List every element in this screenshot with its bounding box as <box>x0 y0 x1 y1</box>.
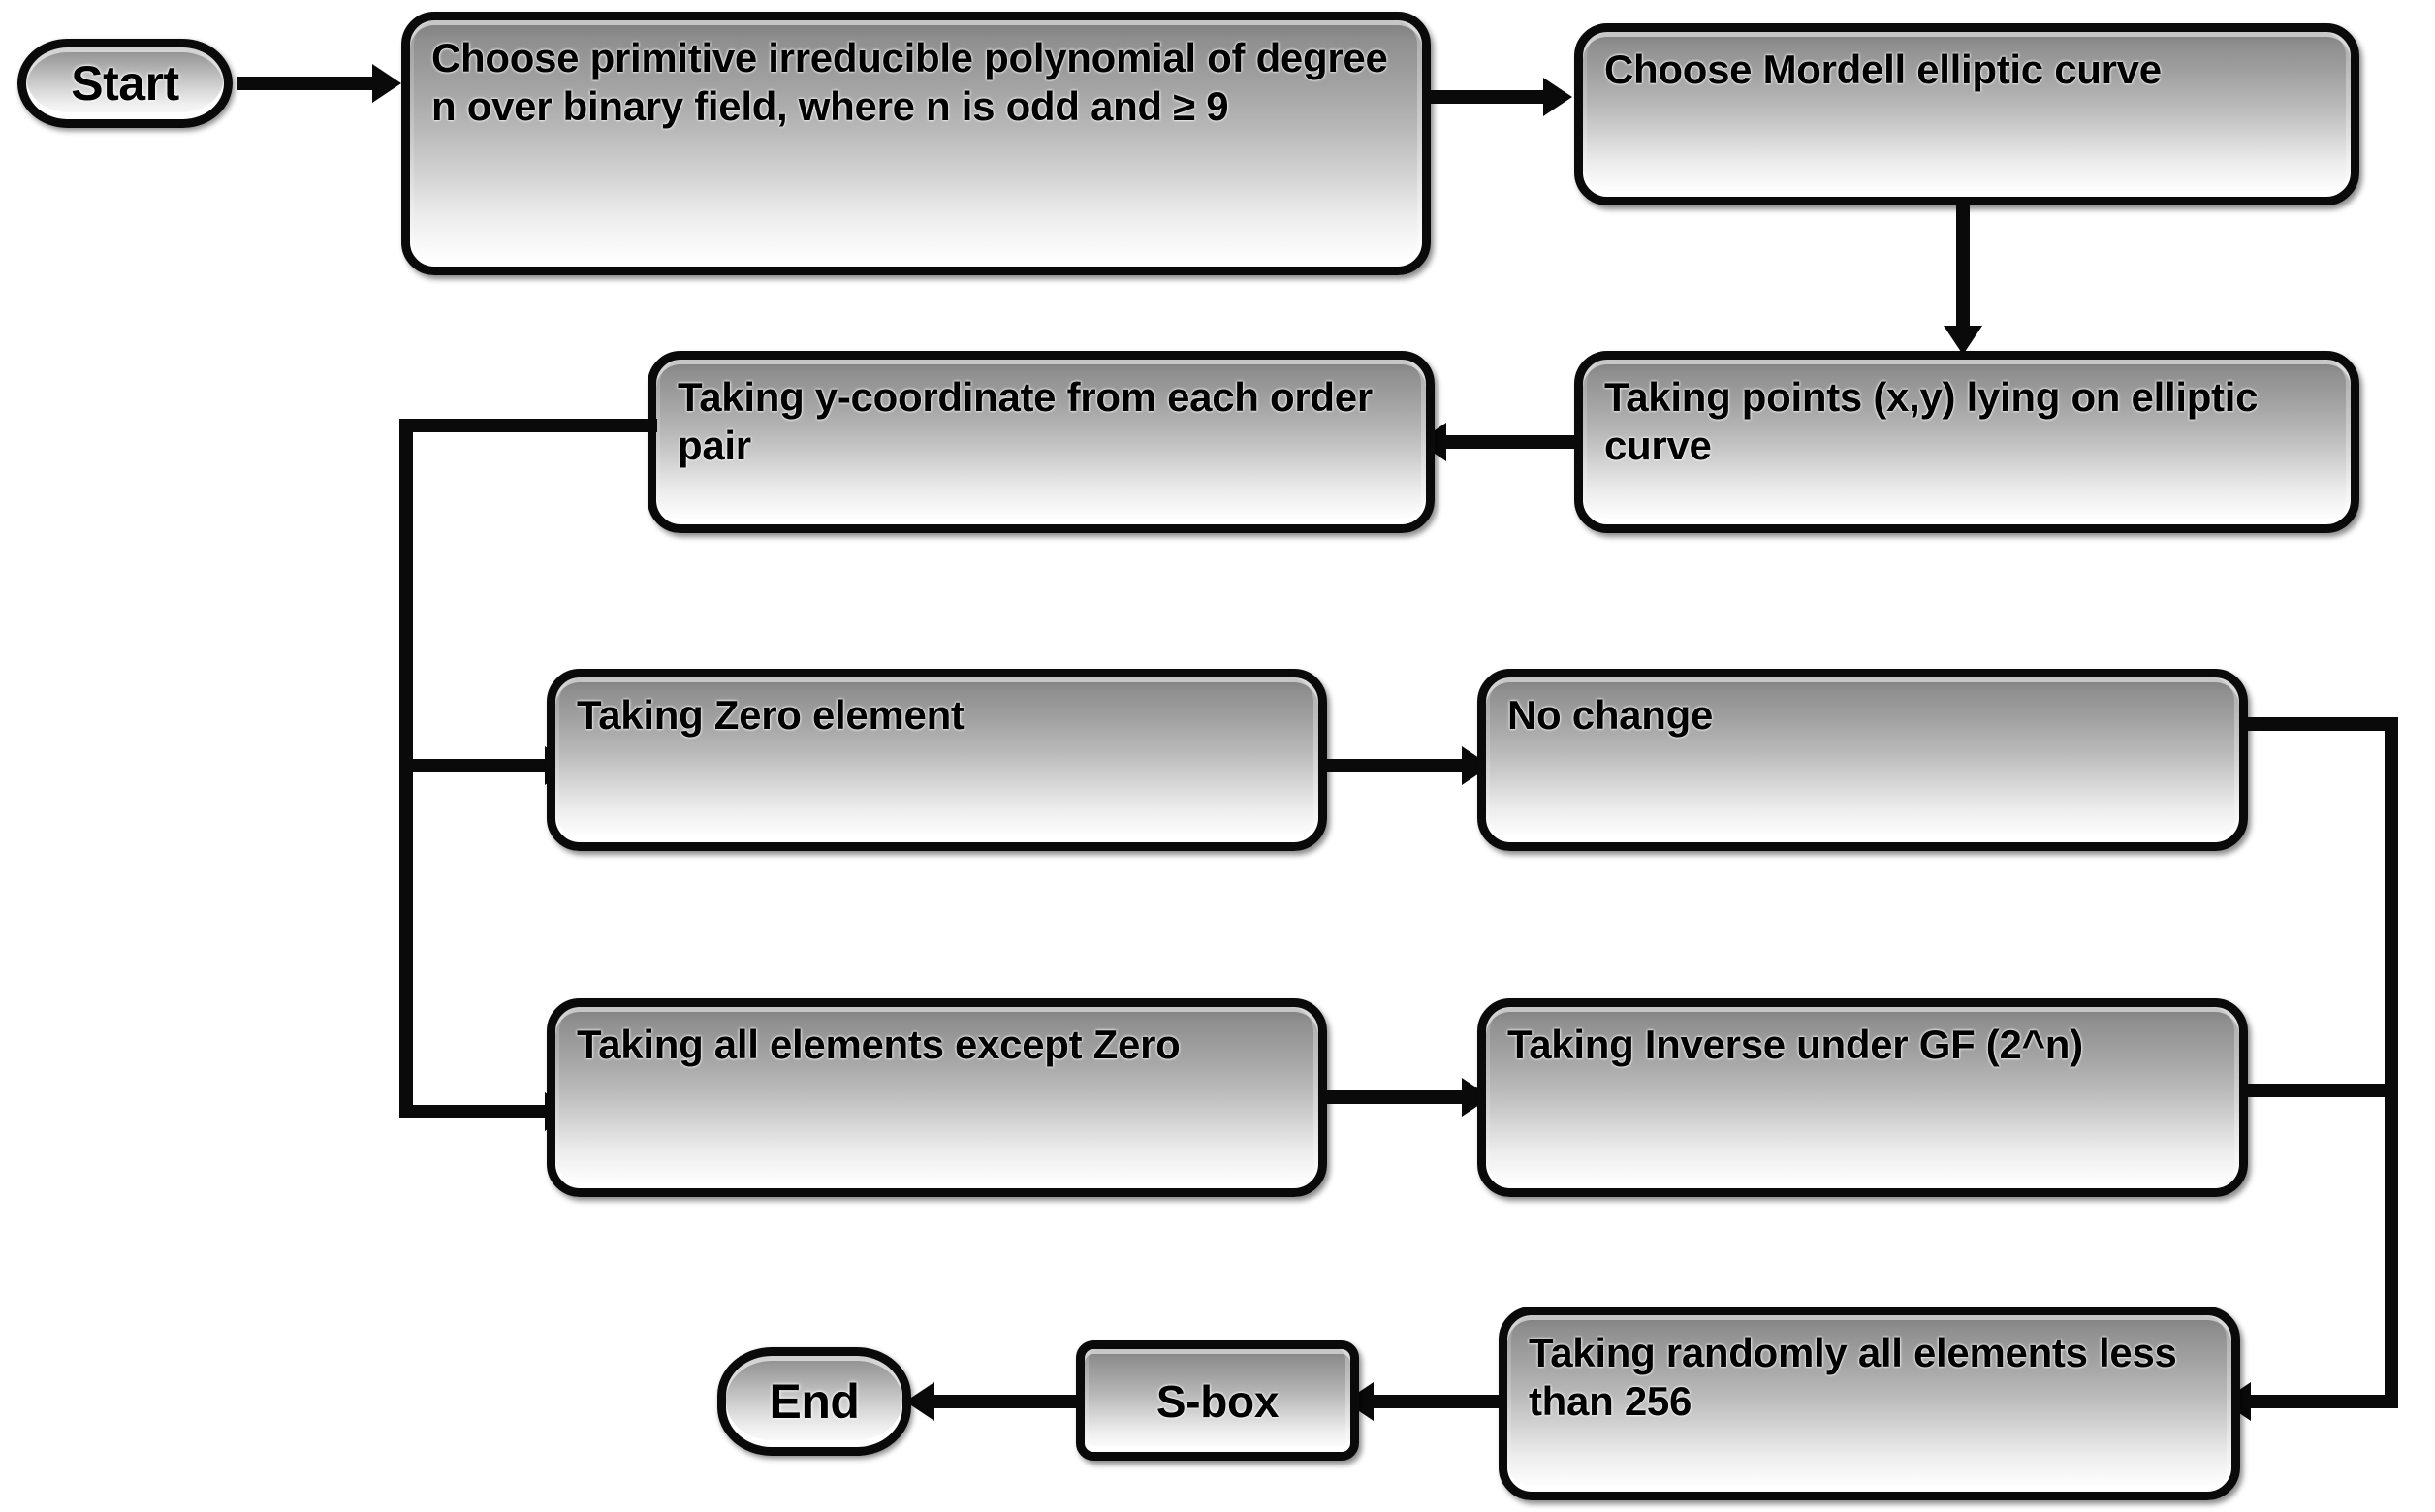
node-sbox[interactable]: S-box <box>1076 1340 1359 1461</box>
edge-start-to-polynomial-line <box>237 77 382 90</box>
edge-polynomial-to-curve-arrow <box>1543 78 1572 116</box>
edge-curve-to-points-arrow <box>1944 326 1982 355</box>
edge-points-to-y-line <box>1444 435 1580 449</box>
node-sbox-label: S-box <box>1155 1375 1280 1427</box>
node-taking-inverse-label: Taking Inverse under GF (2^n) <box>1507 1022 2083 1067</box>
node-taking-all-except-zero-label: Taking all elements except Zero <box>577 1022 1181 1067</box>
edge-allexceptzero-to-inverse-line <box>1327 1090 1472 1104</box>
node-start[interactable]: Start <box>17 39 233 128</box>
edge-bus-to-zero-line <box>399 759 554 772</box>
node-taking-random-label: Taking randomly all elements less than 2… <box>1529 1330 2177 1424</box>
edge-sbox-to-end-line <box>933 1395 1078 1408</box>
edge-bus-to-all-except-zero-line <box>399 1105 554 1118</box>
node-taking-points[interactable]: Taking points (x,y) lying on elliptic cu… <box>1574 351 2359 533</box>
node-choose-polynomial-label: Choose primitive irreducible polynomial … <box>431 35 1388 129</box>
node-taking-y-coordinate-label: Taking y-coordinate from each order pair <box>678 374 1373 468</box>
edge-polynomial-to-curve-line <box>1431 90 1552 104</box>
node-no-change-label: No change <box>1507 692 1713 738</box>
edge-right-bus-vertical <box>2385 717 2398 1408</box>
edge-zero-to-nochange-line <box>1327 759 1472 772</box>
node-taking-points-label: Taking points (x,y) lying on elliptic cu… <box>1604 374 2259 468</box>
node-taking-y-coordinate[interactable]: Taking y-coordinate from each order pair <box>648 351 1435 533</box>
node-taking-zero-element[interactable]: Taking Zero element <box>547 669 1327 851</box>
node-taking-zero-element-label: Taking Zero element <box>577 692 965 738</box>
edge-right-bus-to-random-line <box>2249 1395 2398 1408</box>
edge-start-to-polynomial-arrow <box>372 64 401 103</box>
node-choose-curve-label: Choose Mordell elliptic curve <box>1604 47 2162 92</box>
node-start-label: Start <box>71 56 179 110</box>
node-no-change[interactable]: No change <box>1477 669 2248 851</box>
edge-random-to-sbox-line <box>1372 1395 1505 1408</box>
node-end[interactable]: End <box>717 1347 911 1456</box>
node-choose-curve[interactable]: Choose Mordell elliptic curve <box>1574 23 2359 205</box>
node-taking-random[interactable]: Taking randomly all elements less than 2… <box>1499 1307 2240 1500</box>
node-choose-polynomial[interactable]: Choose primitive irreducible polynomial … <box>401 12 1431 275</box>
node-taking-inverse[interactable]: Taking Inverse under GF (2^n) <box>1477 998 2248 1197</box>
node-taking-all-except-zero[interactable]: Taking all elements except Zero <box>547 998 1327 1197</box>
edge-y-bus-top-horizontal <box>399 419 657 432</box>
edge-nochange-bus-horizontal <box>2245 717 2398 731</box>
edge-curve-to-points-line <box>1956 205 1970 339</box>
edge-inverse-bus-horizontal <box>2245 1084 2398 1097</box>
node-end-label: End <box>769 1374 860 1429</box>
